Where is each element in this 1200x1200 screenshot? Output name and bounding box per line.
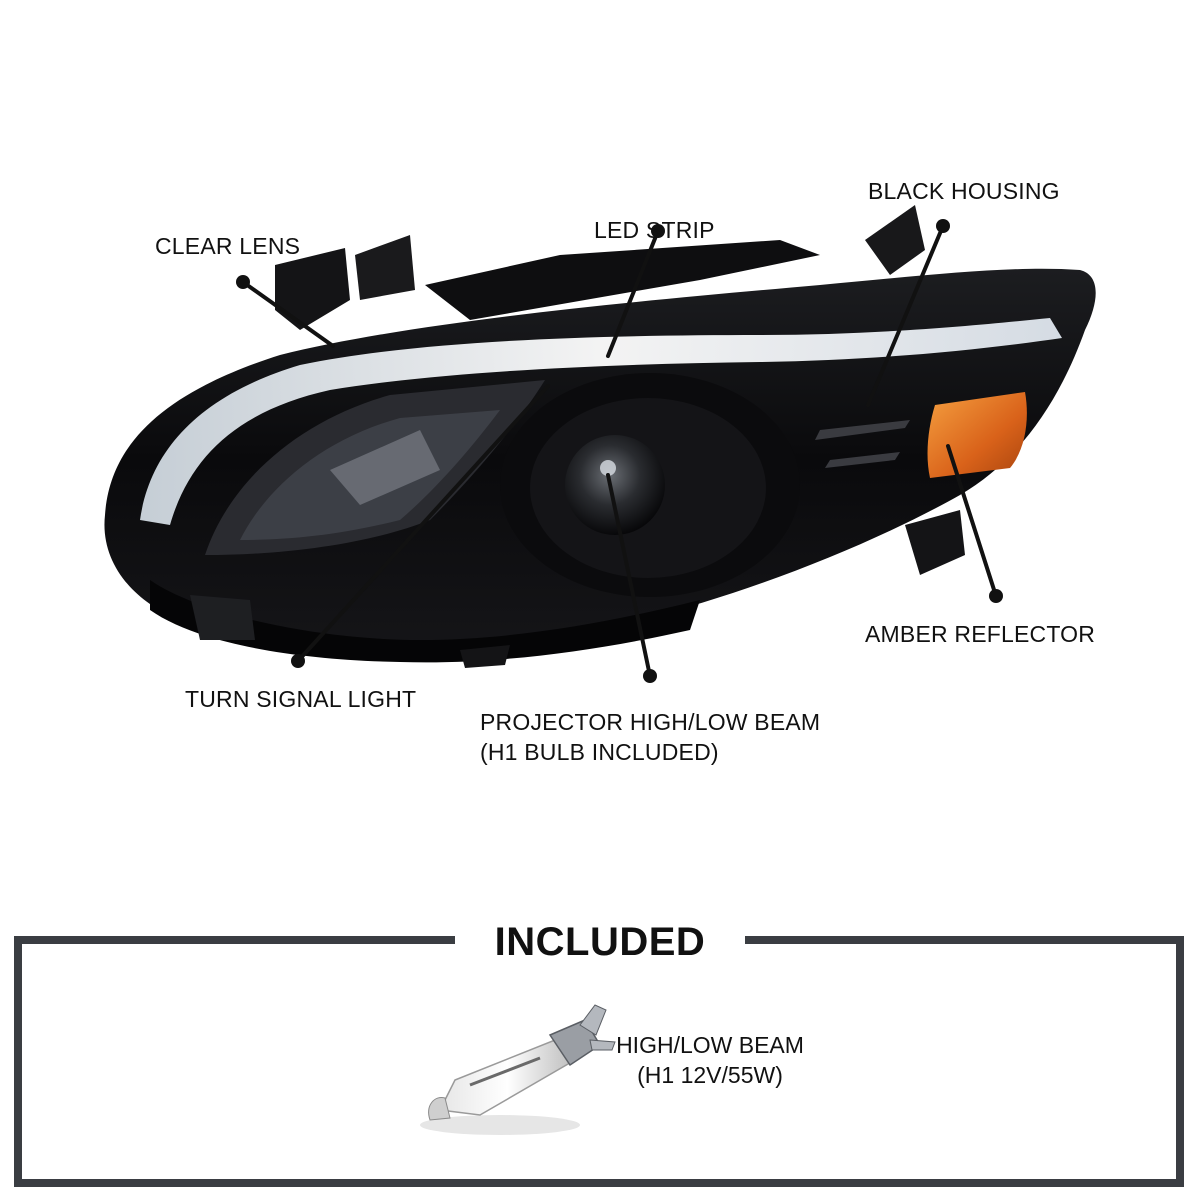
included-title: INCLUDED bbox=[455, 918, 745, 966]
amber-reflector-label: AMBER REFLECTOR bbox=[865, 621, 1096, 647]
clear-lens-label: CLEAR LENS bbox=[155, 233, 301, 259]
bulb-beam-label: HIGH/LOW BEAM bbox=[616, 1032, 804, 1058]
bulb-spec-label: (H1 12V/55W) bbox=[637, 1062, 783, 1088]
bulb-image bbox=[420, 1004, 616, 1135]
turn-signal-light-label: TURN SIGNAL LIGHT bbox=[185, 686, 417, 712]
callout-lines bbox=[241, 224, 998, 678]
callout-dots bbox=[236, 219, 1003, 683]
projector-beam-label: PROJECTOR HIGH/LOW BEAM bbox=[480, 709, 821, 735]
led-strip-label: LED STRIP bbox=[594, 217, 715, 243]
projector-bulb-note: (H1 BULB INCLUDED) bbox=[480, 739, 719, 765]
included-frame bbox=[14, 936, 1184, 1187]
black-housing-label: BLACK HOUSING bbox=[868, 178, 1060, 204]
headlight-image bbox=[104, 205, 1096, 668]
